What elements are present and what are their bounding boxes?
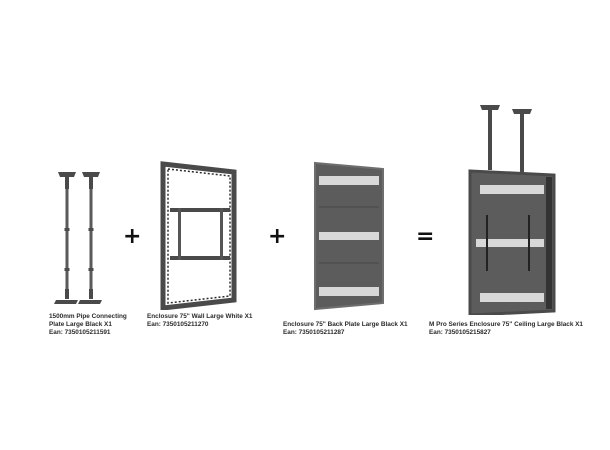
caption-pipe-connecting-plates: 1500mm Pipe Connecting Plate Large Black… <box>49 313 127 337</box>
product-ean: Ean: 7350105211270 <box>147 321 209 328</box>
product-name: M Pro Series Enclosure 75" Ceiling Large… <box>429 321 583 328</box>
plus-operator: + <box>123 224 142 249</box>
product-ean: Ean: 7350105211591 <box>49 329 111 336</box>
product-name: 1500mm Pipe Connecting <box>49 313 127 320</box>
equals-operator: = <box>416 224 435 249</box>
product-ean: Ean: 7350105211287 <box>283 329 345 336</box>
product-pipe-connecting-plates <box>44 168 114 310</box>
plus-operator: + <box>268 224 287 249</box>
pipe-connecting-plate-image <box>54 172 102 304</box>
product-ceiling-enclosure-assembled <box>466 103 562 315</box>
product-name: Enclosure 75" Wall Large White X1 <box>147 313 253 320</box>
product-enclosure-wall-frame <box>160 160 238 310</box>
caption-enclosure-wall-frame: Enclosure 75" Wall Large White X1 Ean: 7… <box>147 313 252 329</box>
ceiling-enclosure-image <box>468 105 556 315</box>
caption-ceiling-enclosure: M Pro Series Enclosure 75" Ceiling Large… <box>429 321 583 337</box>
product-ean: Ean: 7350105215827 <box>429 329 491 336</box>
product-enclosure-back-plate <box>313 161 385 311</box>
enclosure-back-plate-image <box>314 161 384 311</box>
enclosure-wall-frame-image <box>160 161 237 310</box>
caption-enclosure-back-plate: Enclosure 75" Back Plate Large Black X1 … <box>283 321 408 337</box>
product-name: Enclosure 75" Back Plate Large Black X1 <box>283 321 408 328</box>
product-name-line2: Plate Large Black X1 <box>49 321 112 328</box>
